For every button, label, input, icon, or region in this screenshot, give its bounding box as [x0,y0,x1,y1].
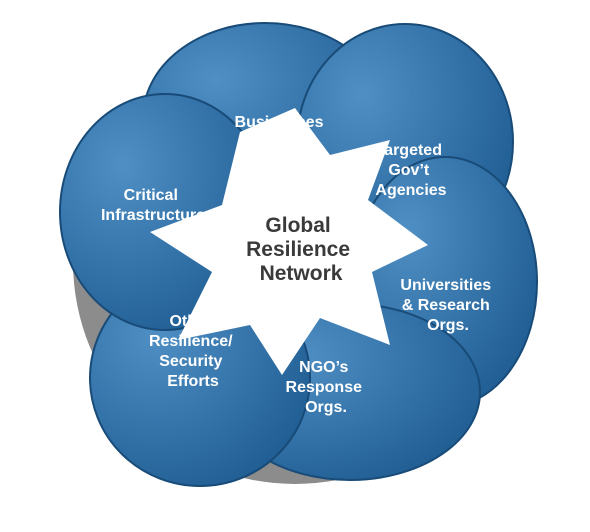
label-businesses: Businesses [235,114,324,131]
label-other-resilience-security-efforts: Other Resilience/ Security Efforts [149,313,237,390]
label-ngos-response-orgs: NGO’s Response Orgs. [286,359,367,416]
label-targeted-govt-agencies: Targeted Gov’t Agencies [375,142,446,199]
label-critical-infrastructure: Critical Infrastructure [101,187,205,224]
center-title: Global Resilience Network [246,214,356,285]
center-star [150,108,428,375]
label-universities-research-orgs: Universities & Research Orgs. [400,277,495,334]
